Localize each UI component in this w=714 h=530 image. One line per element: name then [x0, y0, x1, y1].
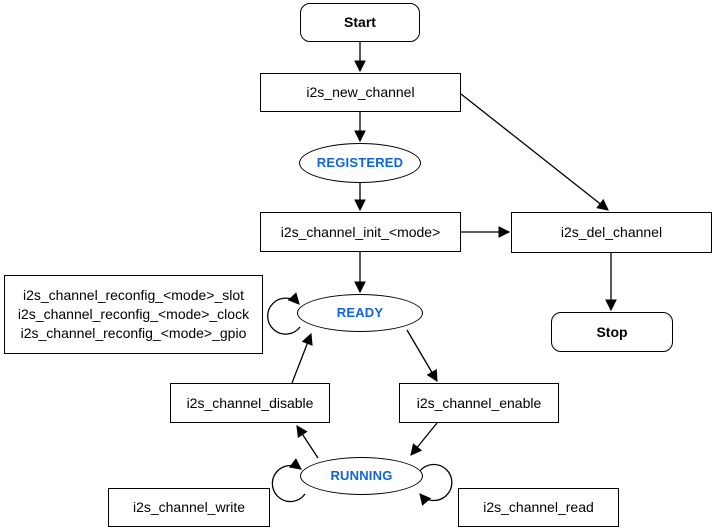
state-registered: REGISTERED — [299, 143, 421, 183]
edge-running-to-disable — [296, 425, 319, 459]
state-running: RUNNING — [300, 457, 423, 495]
edge-ready-to-enable — [406, 329, 438, 383]
edge-disable-to-ready — [291, 332, 313, 384]
reconfig-line-slot: i2s_channel_reconfig_<mode>_slot — [22, 287, 245, 303]
node-i2s-channel-init: i2s_channel_init_<mode> — [260, 212, 461, 252]
edge-new-channel-to-del-channel — [460, 93, 609, 211]
node-i2s-channel-enable: i2s_channel_enable — [399, 383, 559, 423]
node-start: Start — [300, 3, 420, 42]
node-i2s-channel-write: i2s_channel_write — [108, 488, 270, 527]
node-i2s-new-channel: i2s_new_channel — [260, 73, 461, 112]
node-i2s-channel-read: i2s_channel_read — [458, 488, 619, 527]
self-loop-running-left — [271, 458, 306, 503]
state-ready: READY — [297, 294, 423, 332]
self-loop-running-right — [419, 463, 453, 506]
node-i2s-del-channel: i2s_del_channel — [511, 212, 712, 253]
reconfig-line-gpio: i2s_channel_reconfig_<mode>_gpio — [20, 325, 247, 341]
self-loop-ready — [267, 292, 301, 335]
node-i2s-channel-disable: i2s_channel_disable — [170, 383, 330, 423]
reconfig-line-clock: i2s_channel_reconfig_<mode>_clock — [17, 306, 250, 322]
node-stop: Stop — [551, 312, 673, 352]
node-i2s-channel-reconfig: i2s_channel_reconfig_<mode>_slot i2s_cha… — [4, 275, 263, 354]
edge-enable-to-running — [410, 422, 438, 456]
